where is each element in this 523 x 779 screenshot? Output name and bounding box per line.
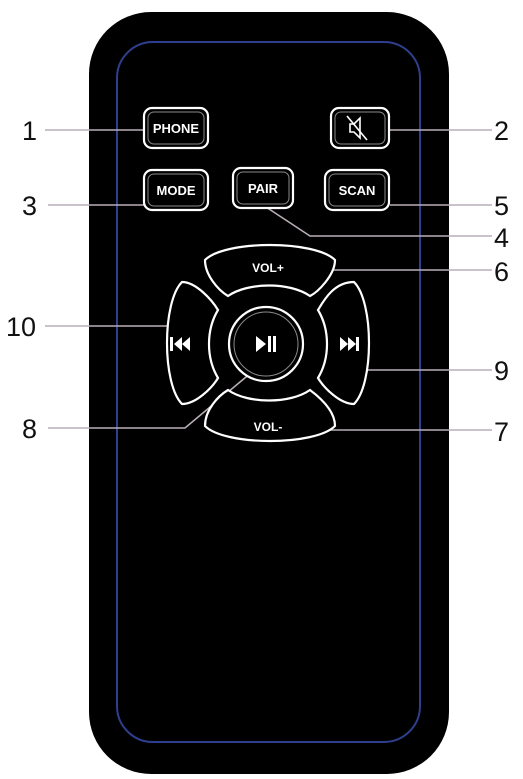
scan-button[interactable]: SCAN bbox=[323, 168, 391, 212]
callout-8: 8 bbox=[22, 414, 37, 444]
mode-button[interactable]: MODE bbox=[142, 168, 210, 212]
callout-3: 3 bbox=[22, 191, 37, 221]
mute-button[interactable] bbox=[329, 106, 391, 150]
mute-speaker-icon bbox=[346, 115, 368, 141]
callout-7: 7 bbox=[494, 417, 509, 447]
previous-track-icon bbox=[170, 337, 190, 351]
callout-5: 5 bbox=[494, 191, 509, 221]
pair-button-label: PAIR bbox=[248, 181, 279, 196]
vol-up-button[interactable]: VOL+ bbox=[203, 243, 337, 298]
vol-down-label: VOL- bbox=[254, 420, 283, 434]
leader-line-4 bbox=[265, 206, 492, 237]
remote-border bbox=[116, 41, 421, 743]
callout-6: 6 bbox=[494, 257, 509, 287]
play-pause-button[interactable] bbox=[227, 305, 305, 383]
prev-button[interactable] bbox=[165, 280, 220, 406]
callout-2: 2 bbox=[494, 116, 509, 146]
scan-button-label: SCAN bbox=[339, 183, 376, 198]
callout-4: 4 bbox=[494, 223, 509, 253]
play-pause-icon bbox=[256, 336, 276, 352]
vol-up-label: VOL+ bbox=[252, 261, 284, 275]
phone-button[interactable]: PHONE bbox=[142, 106, 210, 150]
vol-down-button[interactable]: VOL- bbox=[203, 388, 337, 443]
callout-9: 9 bbox=[494, 356, 509, 386]
next-button[interactable] bbox=[316, 280, 371, 406]
mode-button-label: MODE bbox=[157, 183, 196, 198]
next-track-icon bbox=[340, 337, 359, 351]
pair-button[interactable]: PAIR bbox=[231, 166, 295, 210]
callout-numbers: 1 2 3 5 4 6 10 9 8 7 bbox=[6, 116, 509, 447]
callout-1: 1 bbox=[22, 116, 37, 146]
phone-button-label: PHONE bbox=[153, 121, 200, 136]
callout-10: 10 bbox=[6, 312, 36, 342]
